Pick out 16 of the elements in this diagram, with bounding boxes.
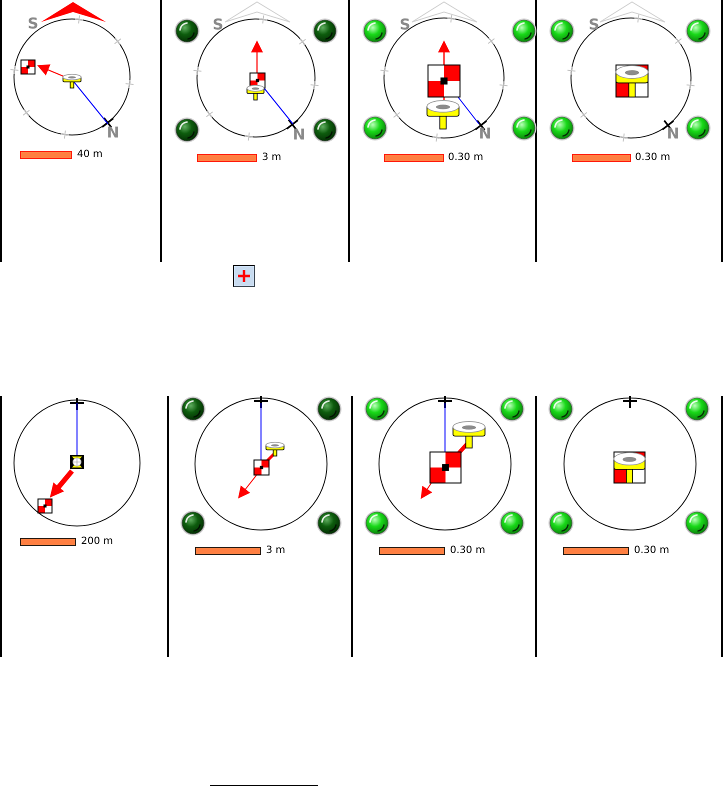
scale-label: 0.30 m [634, 546, 670, 556]
scale-label: 0.30 m [635, 153, 670, 163]
scale-label: 0.30 m [450, 546, 486, 556]
compass-letter: N [666, 126, 680, 142]
scale-label: 200 m [81, 537, 114, 547]
scale-label: 40 m [77, 150, 103, 160]
compass-letter: S [400, 18, 410, 32]
scale-label: 3 m [262, 153, 282, 163]
compass-letter: S [212, 18, 224, 32]
compass-letter: S [28, 16, 38, 32]
scale-label: 3 m [266, 546, 286, 556]
compass-letter: S [588, 18, 600, 32]
scale-label: 0.30 m [448, 153, 484, 163]
compass-letter: N [292, 128, 306, 142]
compass-letter: N [478, 126, 492, 142]
compass-letter: N [106, 126, 120, 140]
